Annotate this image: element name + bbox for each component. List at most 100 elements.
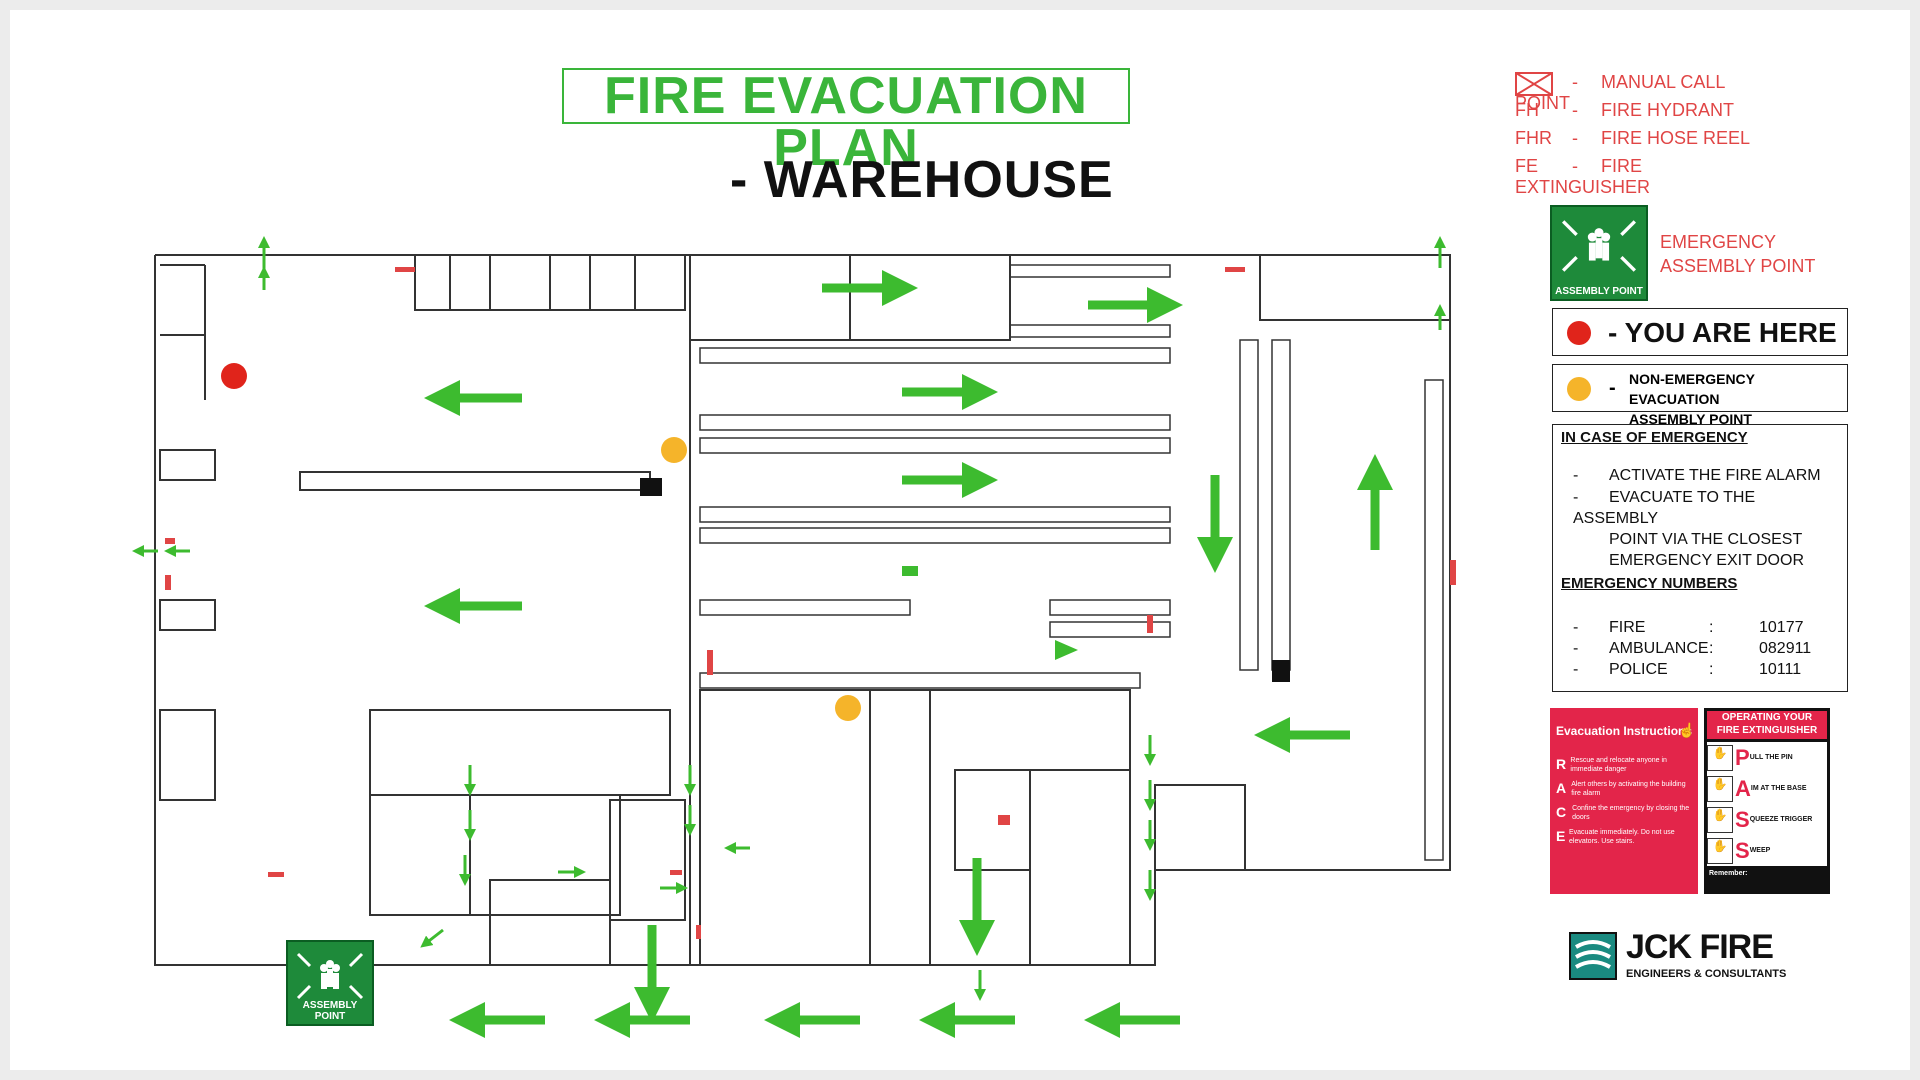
race-text: Evacuate immediately. Do not use elevato…	[1569, 829, 1675, 845]
emergency-numbers: -FIRE:10177 -AMBULANCE:082911 -POLICE:10…	[1573, 617, 1843, 680]
pass-letter: P	[1735, 744, 1750, 770]
orange-dot-icon	[1567, 377, 1591, 401]
page-title: FIRE EVACUATION PLAN	[562, 68, 1130, 174]
you-are-here-label: - YOU ARE HERE	[1608, 317, 1837, 348]
pass-header: OPERATING YOUR FIRE EXTINGUISHER	[1707, 711, 1827, 739]
legend-dash: -	[1572, 100, 1579, 120]
legend-row-fire-hydrant: FH - FIRE HYDRANT	[1515, 100, 1775, 121]
legend-dash: -	[1572, 72, 1579, 92]
number-sep: :	[1709, 640, 1714, 657]
legend-dash: -	[1572, 128, 1579, 148]
number-sep: :	[1709, 619, 1714, 636]
pass-text: QUEEZE TRIGGER	[1749, 816, 1813, 823]
assembly-point-icon	[1562, 220, 1636, 272]
race-letter: A	[1556, 780, 1567, 796]
emergency-info-panel: IN CASE OF EMERGENCY -ACTIVATE THE FIRE …	[1552, 424, 1848, 692]
number-value: 10111	[1759, 661, 1802, 678]
non-emergency-legend: - NON-EMERGENCY EVACUATION ASSEMBLY POIN…	[1552, 364, 1848, 427]
emergency-numbers-heading: EMERGENCY NUMBERS	[1561, 575, 1738, 592]
race-text: Alert others by activating the building …	[1571, 781, 1686, 797]
emergency-step: -EVACUATE TO THE ASSEMBLY POINT VIA THE …	[1573, 487, 1843, 571]
extinguisher-icon: ✋	[1707, 775, 1733, 802]
fire-equipment-markers	[165, 267, 1456, 939]
number-sep: :	[1709, 661, 1714, 678]
direction-triangle	[1055, 640, 1078, 660]
you-are-here-marker	[221, 363, 247, 389]
number-name: POLICE	[1609, 661, 1668, 678]
race-text: Confine the emergency by closing the doo…	[1572, 805, 1690, 821]
assembly-point-icon	[296, 952, 364, 1000]
non-emergency-label: NON-EMERGENCY EVACUATION ASSEMBLY POINT	[1629, 369, 1847, 429]
black-block	[640, 478, 662, 496]
hand-icon: ☝	[1678, 722, 1696, 738]
legend-row-manual-call-point: - MANUAL CALL POINT	[1515, 72, 1775, 114]
pass-text: ULL THE PIN	[1749, 754, 1793, 761]
page-subtitle: - WAREHOUSE	[730, 151, 1114, 209]
legend-assembly-label-line1: EMERGENCY	[1660, 232, 1777, 252]
floor-plan	[132, 236, 1456, 1038]
extinguisher-icon: ✋	[1707, 744, 1733, 771]
non-emergency-assembly-marker	[661, 437, 687, 463]
legend-symbol: FH	[1515, 100, 1539, 120]
emergency-number-row: -FIRE:10177	[1573, 617, 1843, 638]
you-are-here-legend: - YOU ARE HERE	[1552, 308, 1848, 356]
non-emergency-label-line2: ASSEMBLY POINT	[1629, 411, 1752, 427]
legend-label: FIRE HOSE REEL	[1601, 128, 1751, 148]
number-dash: -	[1573, 661, 1579, 678]
emergency-step: -ACTIVATE THE FIRE ALARM	[1573, 467, 1843, 485]
race-text: Rescue and relocate anyone in immediate …	[1570, 757, 1667, 773]
step-dash: -	[1573, 467, 1579, 484]
pass-text: WEEP	[1749, 847, 1771, 854]
number-value: 082911	[1759, 640, 1812, 657]
step-line: EVACUATE TO THE ASSEMBLY	[1573, 489, 1756, 527]
emergency-heading: IN CASE OF EMERGENCY	[1561, 429, 1748, 446]
pass-text: IM AT THE BASE	[1750, 785, 1807, 792]
small-evacuation-arrows	[132, 236, 1446, 1001]
pass-footer: Remember:	[1709, 870, 1748, 877]
pass-letter: S	[1735, 837, 1750, 863]
extinguisher-icon: ✋	[1707, 837, 1733, 864]
pass-title-line2: FIRE EXTINGUISHER	[1716, 725, 1818, 736]
non-emergency-dash: -	[1609, 377, 1616, 399]
legend-row-fire-extinguisher: FE - FIRE EXTINGUISHER	[1515, 156, 1775, 198]
pass-title-line1: OPERATING YOUR	[1721, 712, 1813, 723]
number-name: FIRE	[1609, 619, 1646, 636]
legend-label: FIRE EXTINGUISHER	[1515, 156, 1651, 197]
legend-dash: -	[1572, 156, 1579, 176]
legend-row-fire-hose-reel: FHR - FIRE HOSE REEL	[1515, 128, 1775, 149]
step-dash: -	[1573, 489, 1579, 506]
assembly-sign-caption: ASSEMBLY POINT	[1555, 286, 1643, 297]
non-emergency-label-line1: NON-EMERGENCY EVACUATION	[1629, 371, 1755, 407]
brand-name: JCK FIRE	[1626, 928, 1774, 966]
step-line: POINT VIA THE CLOSEST	[1609, 531, 1803, 548]
legend-symbol: FHR	[1515, 128, 1552, 148]
evacuation-plan-sheet: FIRE EVACUATION PLAN - WAREHOUSE	[10, 10, 1910, 1070]
race-title: Evacuation Instructions	[1556, 724, 1693, 738]
pass-letter: A	[1735, 775, 1751, 801]
step-line: EMERGENCY EXIT DOOR	[1609, 552, 1804, 569]
legend-assembly-label: EMERGENCY ASSEMBLY POINT	[1660, 230, 1815, 278]
emergency-number-row: -AMBULANCE:082911	[1573, 638, 1843, 659]
race-letter: E	[1556, 828, 1566, 844]
number-value: 10177	[1759, 619, 1804, 636]
jck-logo-icon	[1569, 932, 1617, 980]
black-block	[1272, 660, 1290, 682]
brand-logo: JCK FIRE ENGINEERS & CONSULTANTS	[1568, 926, 1808, 986]
legend-assembly-point-sign: ASSEMBLY POINT	[1550, 205, 1648, 301]
legend-label: FIRE HYDRANT	[1601, 100, 1735, 120]
evacuation-arrows	[424, 270, 1393, 1038]
number-dash: -	[1573, 640, 1579, 657]
legend-assembly-label-line2: ASSEMBLY POINT	[1660, 256, 1816, 276]
brand-tagline: ENGINEERS & CONSULTANTS	[1626, 968, 1787, 980]
